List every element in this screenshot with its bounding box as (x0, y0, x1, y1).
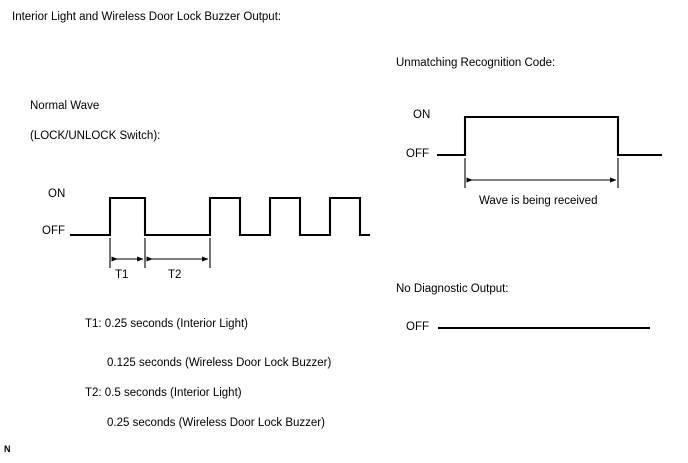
normal-wave-heading: Normal Wave (30, 100, 100, 112)
t1-dimension-label: T1 (115, 269, 129, 281)
unmatching-off-label: OFF (406, 148, 429, 160)
normal-wave-off-label: OFF (42, 225, 65, 237)
legend-line-t2-buzzer: 0.25 seconds (Wireless Door Lock Buzzer) (107, 417, 325, 429)
page-title: Interior Light and Wireless Door Lock Bu… (12, 11, 282, 23)
unmatching-recognition-heading: Unmatching Recognition Code: (396, 57, 556, 69)
t2-dimension-label: T2 (168, 269, 182, 281)
no-diagnostic-heading: No Diagnostic Output: (396, 283, 509, 295)
wave-received-annotation: Wave is being received (479, 195, 598, 207)
normal-wave-on-label: ON (48, 188, 66, 200)
legend-line-t2-interior: T2: 0.5 seconds (Interior Light) (85, 387, 242, 399)
normal-wave-subheading: (LOCK/UNLOCK Switch): (30, 130, 161, 142)
unmatching-recognition-trace (437, 115, 662, 157)
normal-wave-trace (70, 196, 370, 237)
no-diagnostic-off-label: OFF (406, 321, 429, 333)
corner-mark: N (4, 444, 11, 454)
legend-line-t1-interior: T1: 0.25 seconds (Interior Light) (85, 318, 248, 330)
legend-line-t1-buzzer: 0.125 seconds (Wireless Door Lock Buzzer… (107, 357, 332, 369)
unmatching-on-label: ON (413, 109, 431, 121)
